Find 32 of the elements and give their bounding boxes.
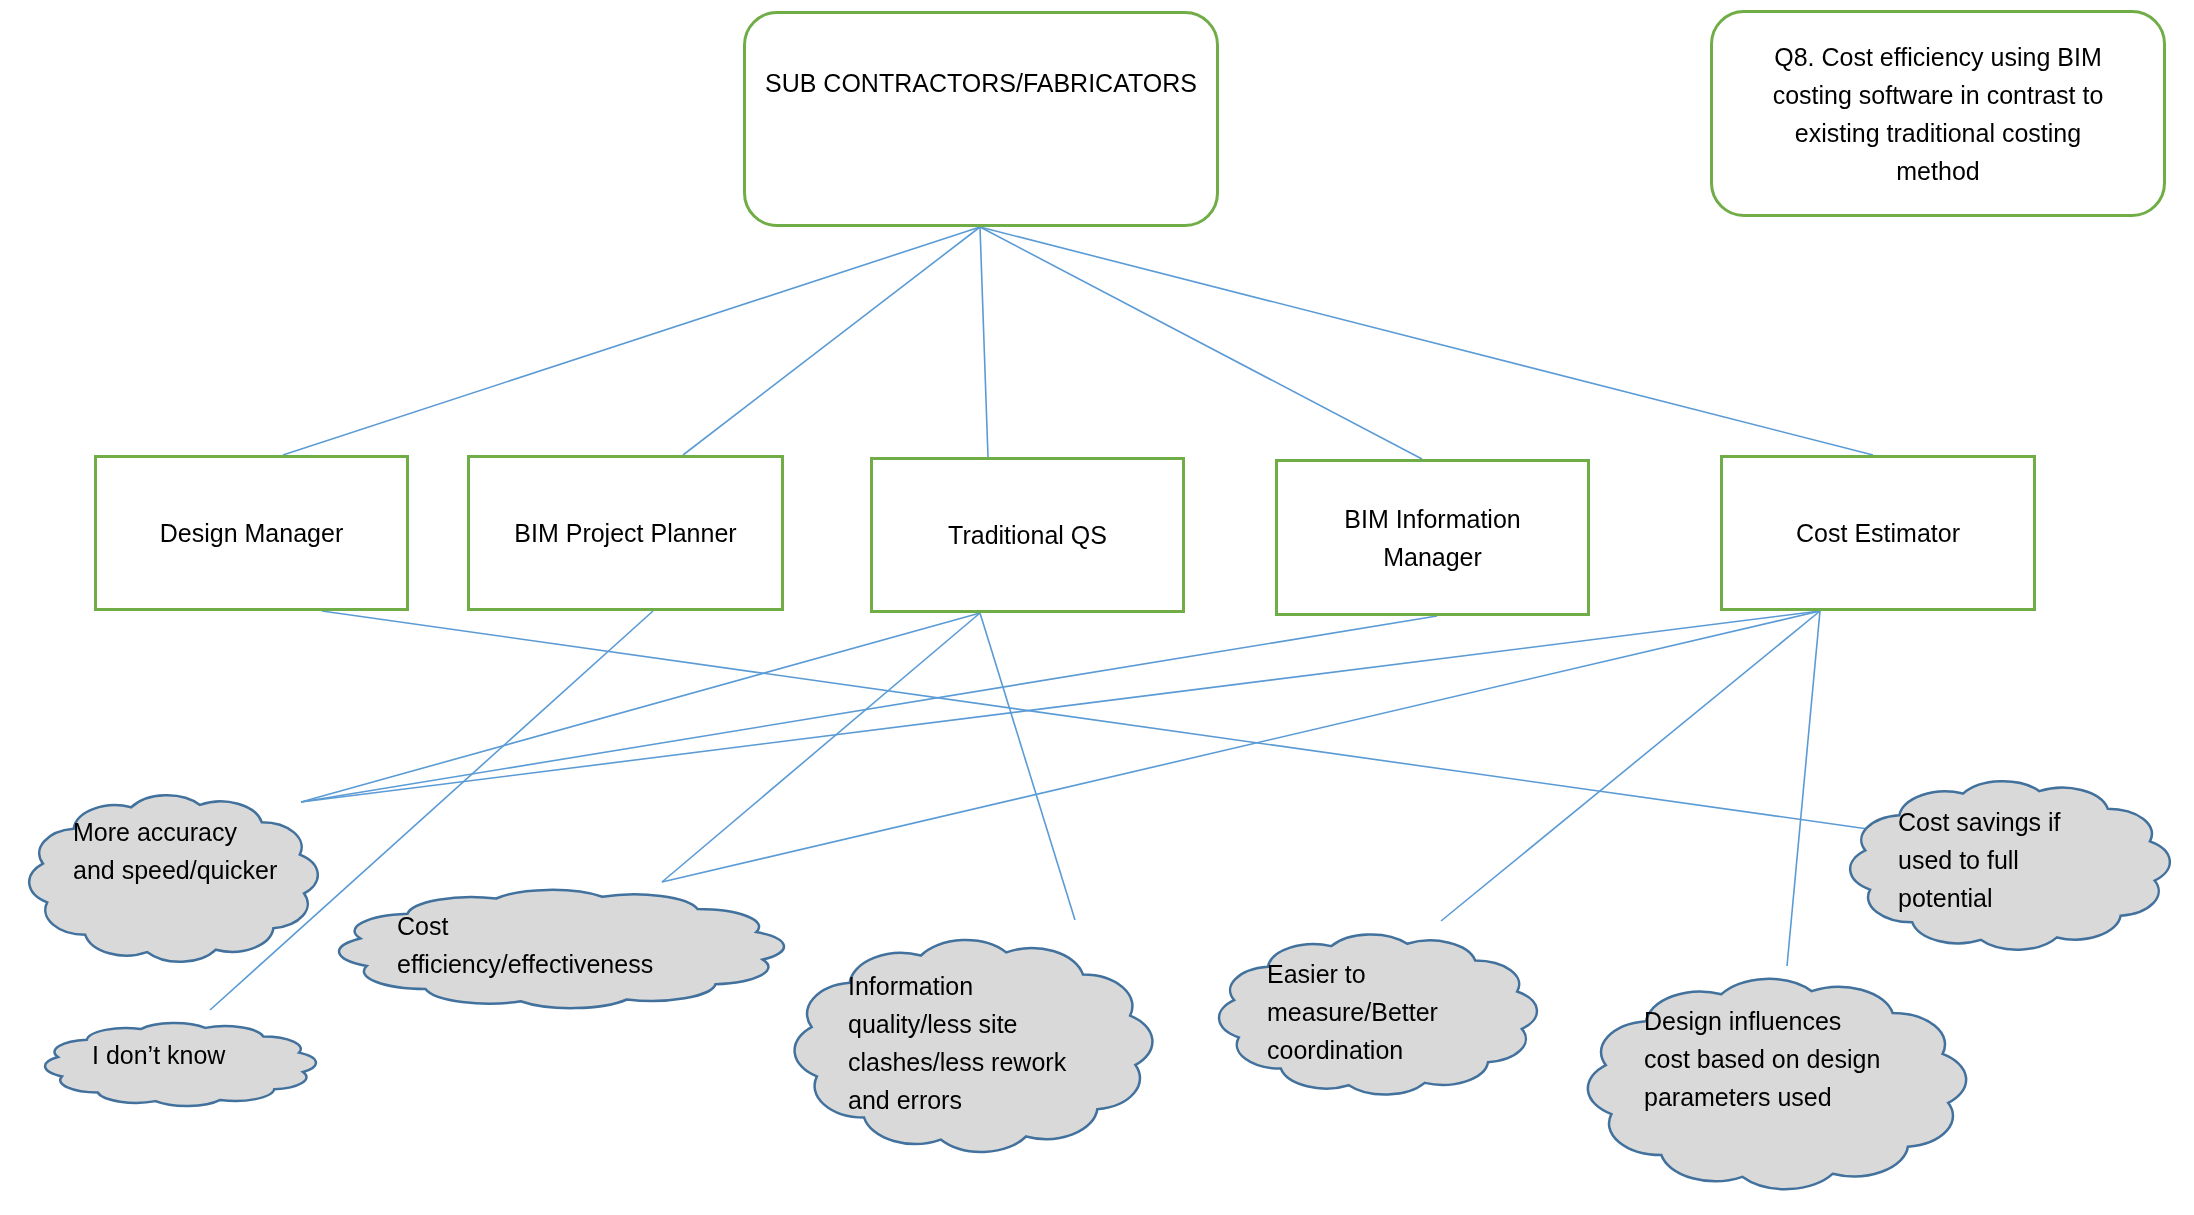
connector-line (979, 612, 1076, 921)
box-label: Cost Estimator (1796, 518, 1960, 549)
box-label: Design Manager (159, 518, 344, 549)
role-box (1720, 455, 2036, 611)
heading-box (743, 11, 1219, 227)
cloud-text: Design influences cost based on design parameters used (1644, 1006, 1882, 1113)
connector-line (979, 226, 1423, 460)
connector-line (661, 612, 981, 883)
cloud-text: Easier to measure/Better coordination (1267, 959, 1439, 1066)
connector-line (1440, 610, 1821, 922)
box-label: Traditional QS (948, 520, 1107, 551)
connector-line (209, 610, 654, 1011)
cloud-text: I don’t know (92, 1040, 227, 1071)
connector-line (661, 610, 1821, 883)
connector-line (300, 612, 981, 803)
connector-line (979, 226, 1874, 456)
role-box (467, 455, 784, 611)
cloud-text: Cost efficiency/effectiveness (397, 911, 655, 980)
cloud-text: Information quality/less site clashes/less rework and errors (848, 971, 1068, 1116)
role-box (1275, 459, 1590, 616)
box-label: Q8. Cost efficiency using BIM costing software in contrast to existing traditional costing method (1771, 41, 2105, 187)
role-box (94, 455, 409, 611)
box-label: BIM Project Planner (514, 518, 737, 549)
connector-line (979, 226, 989, 458)
cloud-text: More accuracy and speed/quicker (73, 817, 279, 886)
box-label: BIM Information Manager (1343, 503, 1522, 573)
role-box (870, 457, 1185, 613)
cloud-text: Cost savings if used to full potential (1898, 807, 2062, 914)
connector-line (682, 226, 981, 456)
heading-box (1710, 10, 2166, 217)
connector-line (1786, 610, 1821, 967)
box-label: SUB CONTRACTORS/FABRICATORS (765, 68, 1197, 99)
